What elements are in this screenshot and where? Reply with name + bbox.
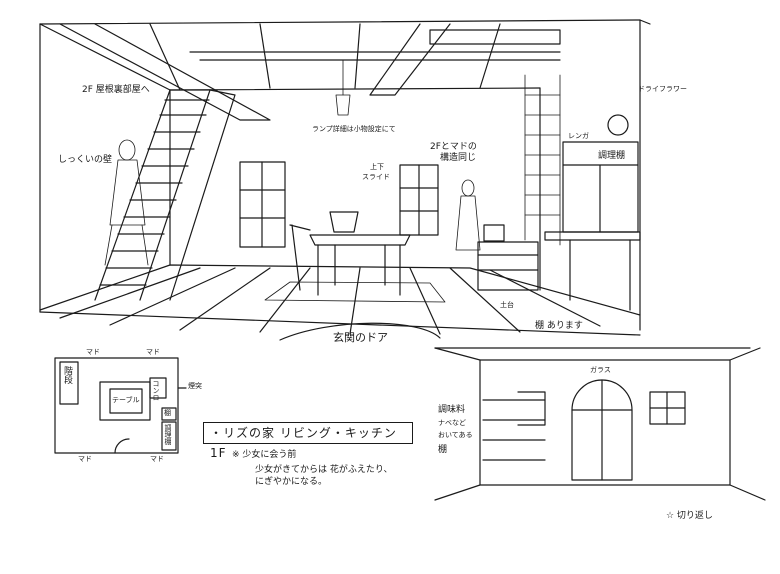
brick-chimney <box>524 74 561 246</box>
plan-stove: コンロ <box>152 380 160 401</box>
dried-flower-label: ドライフラワー <box>638 85 687 93</box>
plan-shelf: 棚 <box>164 409 171 417</box>
attic-room-label: 2F 屋根裏部屋へ <box>82 85 150 95</box>
plan-window-tl: マド <box>86 348 100 356</box>
entrance-door-label: 玄関のドア <box>333 331 388 344</box>
plan-window-br: マド <box>150 455 164 463</box>
girl-figure-center <box>455 179 481 251</box>
slide-a-label: 上下 <box>370 163 384 171</box>
plan-window-tr: マド <box>146 348 160 356</box>
hanging-lamp <box>335 59 351 116</box>
plan-table: テーブル <box>112 396 140 404</box>
caption-note-3: にぎやかになる。 <box>255 477 328 487</box>
plan-pantry: 調理棚 <box>164 424 172 445</box>
caption-title: ・リズの家 リビング・キッチン 1F <box>203 422 413 460</box>
staircase-drawing <box>94 89 236 301</box>
caption-note-1: ※ 少女に会う前 <box>232 450 297 460</box>
brick-label: レンガ <box>568 132 589 140</box>
center-window <box>399 164 439 236</box>
window-note-a-label: 2Fとマドの <box>430 142 477 152</box>
floor-plan <box>54 357 187 454</box>
glass-label: ガラス <box>590 366 611 374</box>
seasoning-c-label: おいてある <box>438 431 473 439</box>
seasoning-b-label: ナベなど <box>438 419 466 427</box>
reverse-view-label: ☆ 切り返し <box>666 511 713 521</box>
left-window <box>239 161 286 248</box>
girl-figure-left <box>104 139 149 266</box>
plaster-wall-label: しっくいの壁 <box>58 155 113 165</box>
entrance-door-outline <box>279 322 441 341</box>
window-note-b-label: 構造同じ <box>440 153 477 163</box>
plan-stairs: 階段 <box>62 366 72 384</box>
seasoning-a-label: 調味料 <box>438 405 466 415</box>
pantry-cupboard <box>544 114 641 311</box>
plan-window-bl: マド <box>78 455 92 463</box>
base-label: 土台 <box>500 301 514 309</box>
plan-hearth: 煙突 <box>188 382 202 390</box>
dining-table <box>289 211 411 296</box>
shelf-present-label: 棚 あります <box>535 321 583 331</box>
lamp-note-label: ランプ詳細は小物設定にて <box>312 125 396 133</box>
rug <box>264 281 446 303</box>
slide-b-label: スライド <box>362 173 390 181</box>
stove <box>477 224 539 291</box>
pantry-label: 調理棚 <box>598 151 626 161</box>
reverse-view-sketch <box>434 347 766 501</box>
seasoning-d-label: 棚 <box>438 445 448 455</box>
caption-note-2: 少女がきてからは 花がふえたり、 <box>255 465 393 475</box>
